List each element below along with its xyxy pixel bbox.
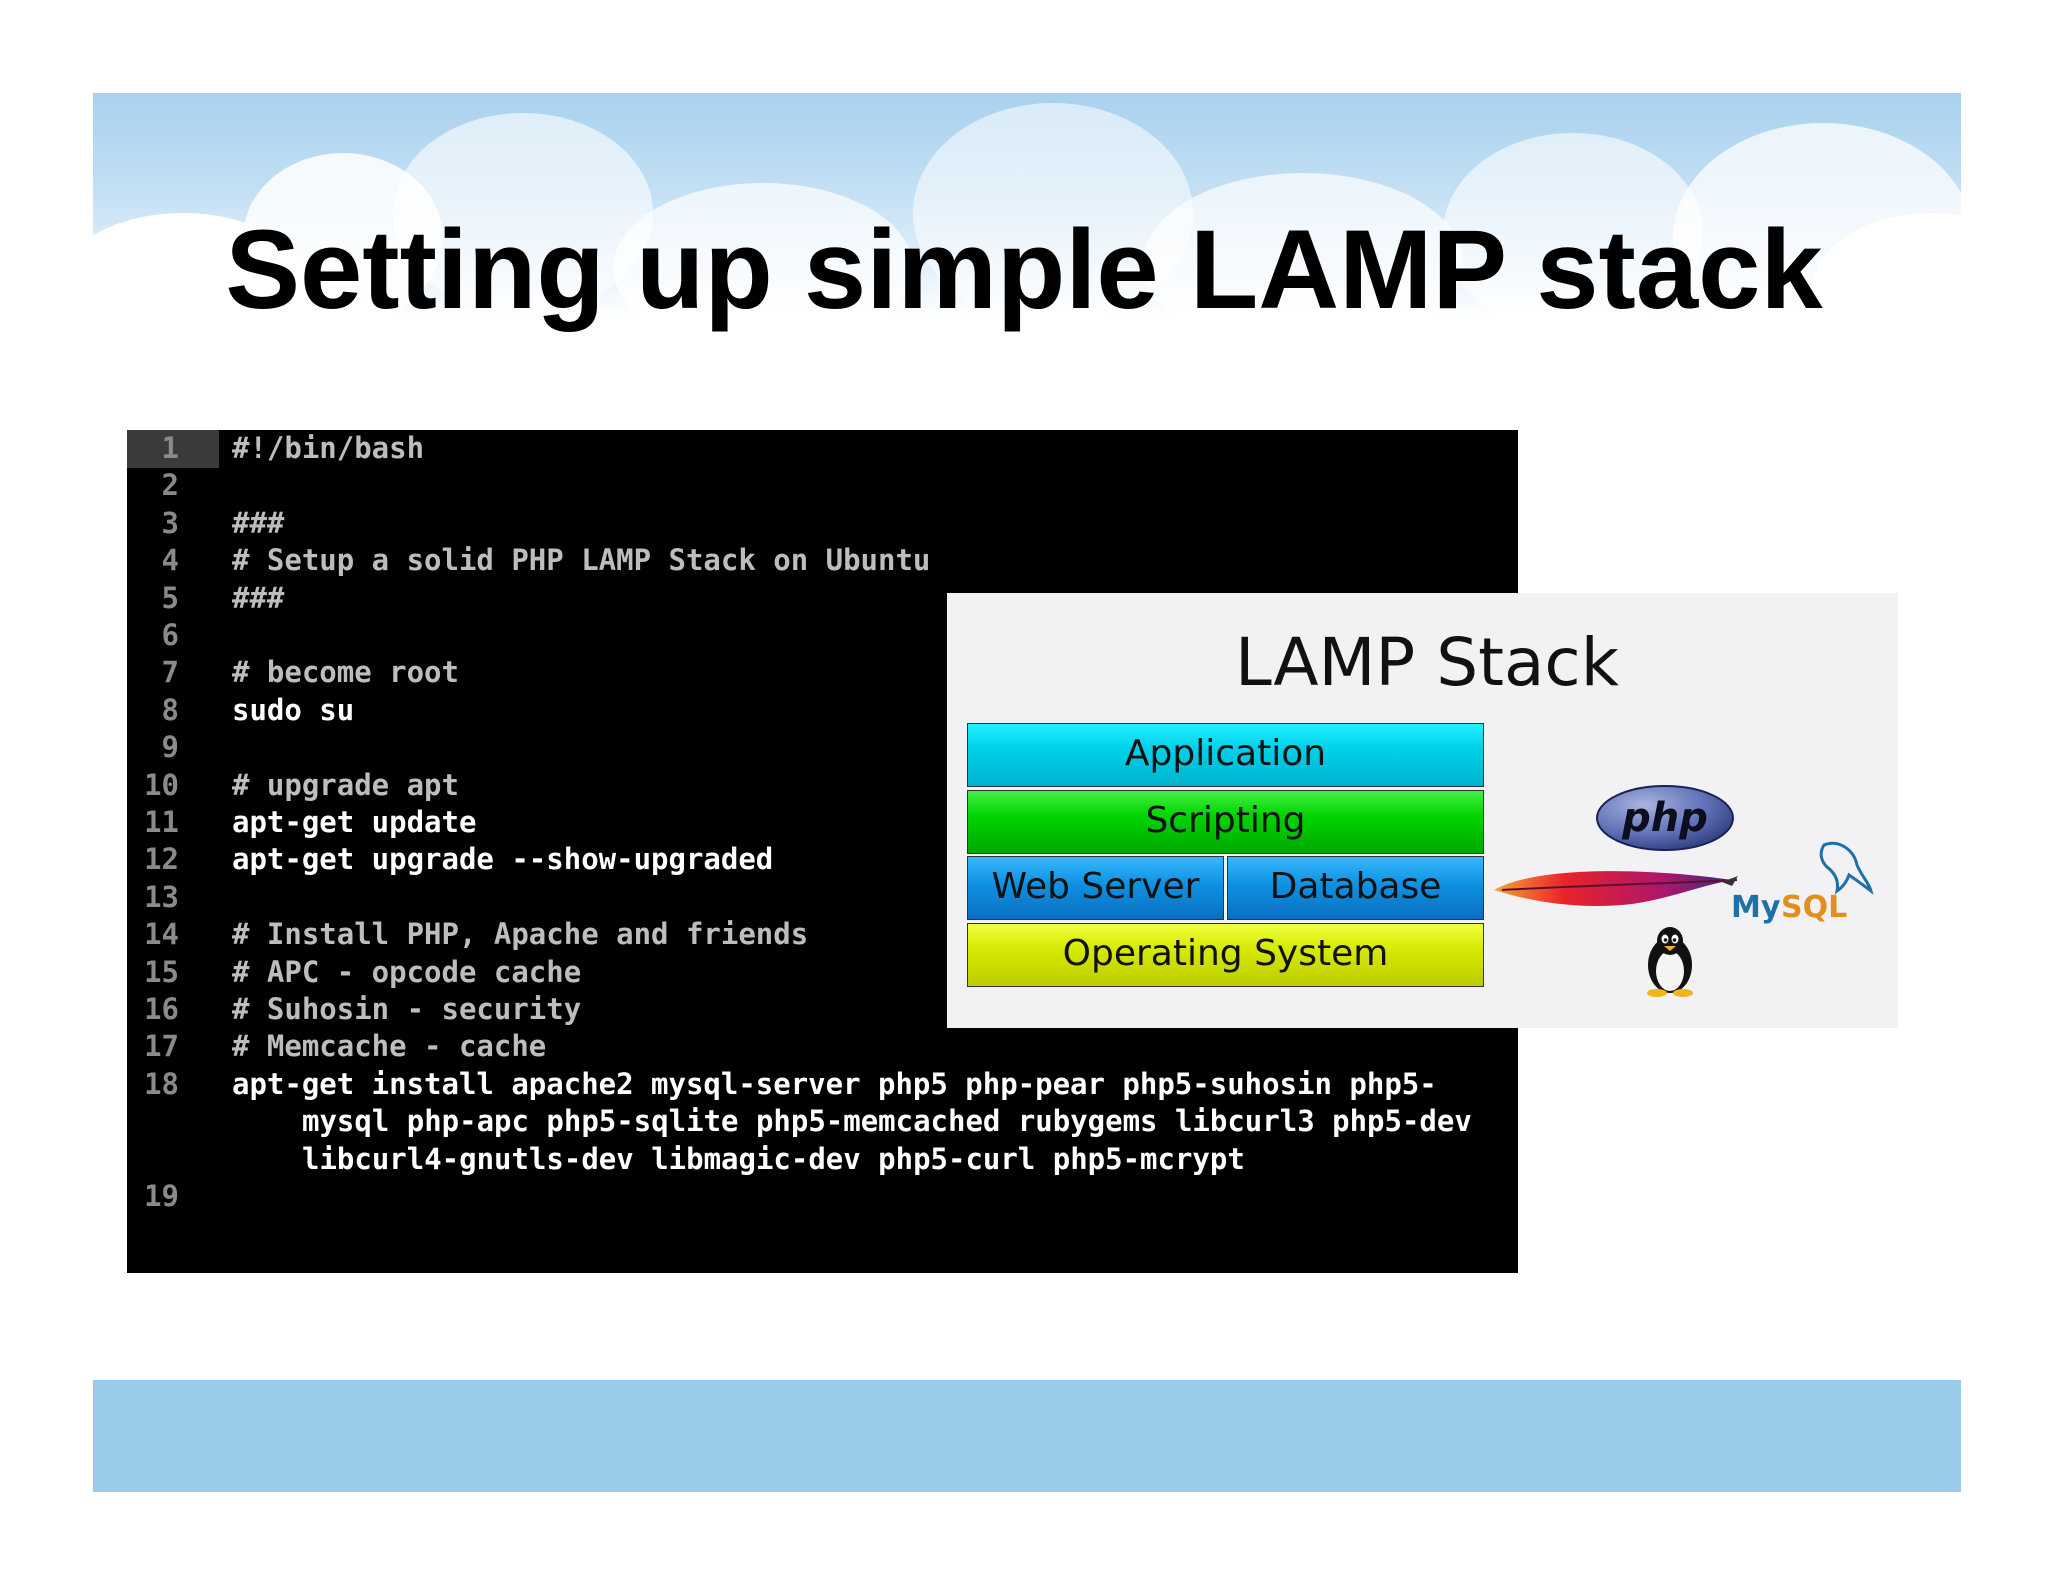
- code-line: 9: [127, 729, 1518, 766]
- line-text: # upgrade apt: [232, 767, 459, 802]
- cloud-shape: [1143, 173, 1463, 318]
- layer-operating-system: Operating System: [967, 923, 1484, 987]
- code-line: 1 #!/bin/bash: [127, 430, 1518, 467]
- line-text: mysql php-apc php5-sqlite php5-memcached…: [302, 1104, 1472, 1139]
- line-text: # APC - opcode cache: [232, 954, 582, 989]
- line-number: 17: [144, 1029, 179, 1064]
- line-number: 12: [144, 842, 179, 877]
- line-number: 11: [144, 805, 179, 839]
- code-line: 10 # upgrade apt: [127, 767, 1518, 804]
- code-line: 11 apt-get update: [127, 804, 1518, 841]
- mysql-dolphin-icon: My SQL: [1731, 841, 1874, 925]
- line-text: # Memcache - cache: [232, 1029, 547, 1064]
- tux-penguin-icon: [1647, 927, 1693, 997]
- line-text: libcurl4-gnutls-dev libmagic-dev php5-cu…: [302, 1141, 1245, 1176]
- line-text: sudo su: [232, 692, 355, 727]
- line-text: # Suhosin - security: [232, 992, 582, 1026]
- line-text: # become root: [232, 655, 459, 690]
- layer-scripting: Scripting: [967, 790, 1484, 854]
- line-text: ###: [232, 580, 285, 615]
- line-number: 13: [144, 879, 179, 914]
- line-text: ###: [232, 505, 285, 540]
- lamp-stack-diagram: LAMP Stack Application Scripting Web Ser…: [947, 593, 1898, 1028]
- code-line: mysql php-apc php5-sqlite php5-memcached…: [127, 1103, 1518, 1140]
- code-line: 5 ###: [127, 580, 1518, 617]
- cloud-shape: [393, 113, 653, 313]
- code-line: 7 # become root: [127, 654, 1518, 691]
- line-number: 3: [161, 505, 179, 540]
- line-number: 9: [161, 730, 179, 765]
- code-line: 6: [127, 617, 1518, 654]
- line-number: 7: [161, 655, 179, 690]
- line-text: #!/bin/bash: [232, 431, 425, 465]
- slide-title: Setting up simple LAMP stack: [225, 207, 1823, 332]
- line-number: 1: [161, 431, 179, 465]
- lamp-stack-title: LAMP Stack: [1235, 624, 1619, 701]
- cloud-shape: [1443, 133, 1703, 318]
- code-line: 8 sudo su: [127, 692, 1518, 729]
- line-number-gutter: [127, 430, 219, 1273]
- code-line: 4 # Setup a solid PHP LAMP Stack on Ubunt…: [127, 542, 1518, 579]
- layer-application: Application: [967, 723, 1484, 787]
- line-number: 19: [144, 1179, 179, 1213]
- line-text: # Setup a solid PHP LAMP Stack on Ubuntu: [232, 543, 931, 578]
- line-number: 18: [144, 1066, 179, 1101]
- line-number: 6: [161, 618, 179, 652]
- mysql-logo-text-sql: SQL: [1781, 890, 1847, 925]
- line-number: 14: [144, 917, 179, 952]
- line-text: # Install PHP, Apache and friends: [232, 917, 809, 952]
- current-line-highlight: [127, 430, 219, 468]
- code-line: 19: [127, 1178, 1518, 1215]
- cloud-shape: [613, 183, 913, 318]
- code-line: 14 # Install PHP, Apache and friends: [127, 916, 1518, 953]
- apache-feather-icon: [1494, 871, 1738, 907]
- line-number: 10: [144, 767, 179, 802]
- line-text: apt-get upgrade --show-upgraded: [232, 842, 774, 877]
- code-line: 3 ###: [127, 505, 1518, 542]
- line-number: 2: [161, 468, 179, 503]
- code-line: 16 # Suhosin - security: [127, 991, 1518, 1028]
- layer-database: Database: [1227, 856, 1484, 920]
- header-band: [93, 93, 1961, 318]
- code-line: 2: [127, 467, 1518, 504]
- code-line: 15 # APC - opcode cache: [127, 954, 1518, 991]
- line-number: 5: [161, 580, 179, 615]
- php-logo-text: php: [1621, 795, 1708, 841]
- line-number: 16: [144, 992, 179, 1026]
- mysql-logo-text-my: My: [1731, 890, 1781, 925]
- layer-web-server: Web Server: [967, 856, 1224, 920]
- line-text: apt-get update: [232, 805, 477, 839]
- code-line: 12 apt-get upgrade --show-upgraded: [127, 841, 1518, 878]
- footer-band: [93, 1380, 1961, 1492]
- line-text: apt-get install apache2 mysql-server php…: [232, 1066, 1437, 1101]
- code-line: 13: [127, 879, 1518, 916]
- code-line: 18 apt-get install apache2 mysql-server p…: [127, 1066, 1518, 1103]
- code-line: libcurl4-gnutls-dev libmagic-dev php5-cu…: [127, 1141, 1518, 1178]
- line-number: 4: [161, 543, 179, 578]
- line-number: 15: [144, 954, 179, 989]
- line-number: 8: [161, 692, 179, 727]
- php-logo-icon: php: [1596, 785, 1734, 851]
- code-line: 17 # Memcache - cache: [127, 1028, 1518, 1065]
